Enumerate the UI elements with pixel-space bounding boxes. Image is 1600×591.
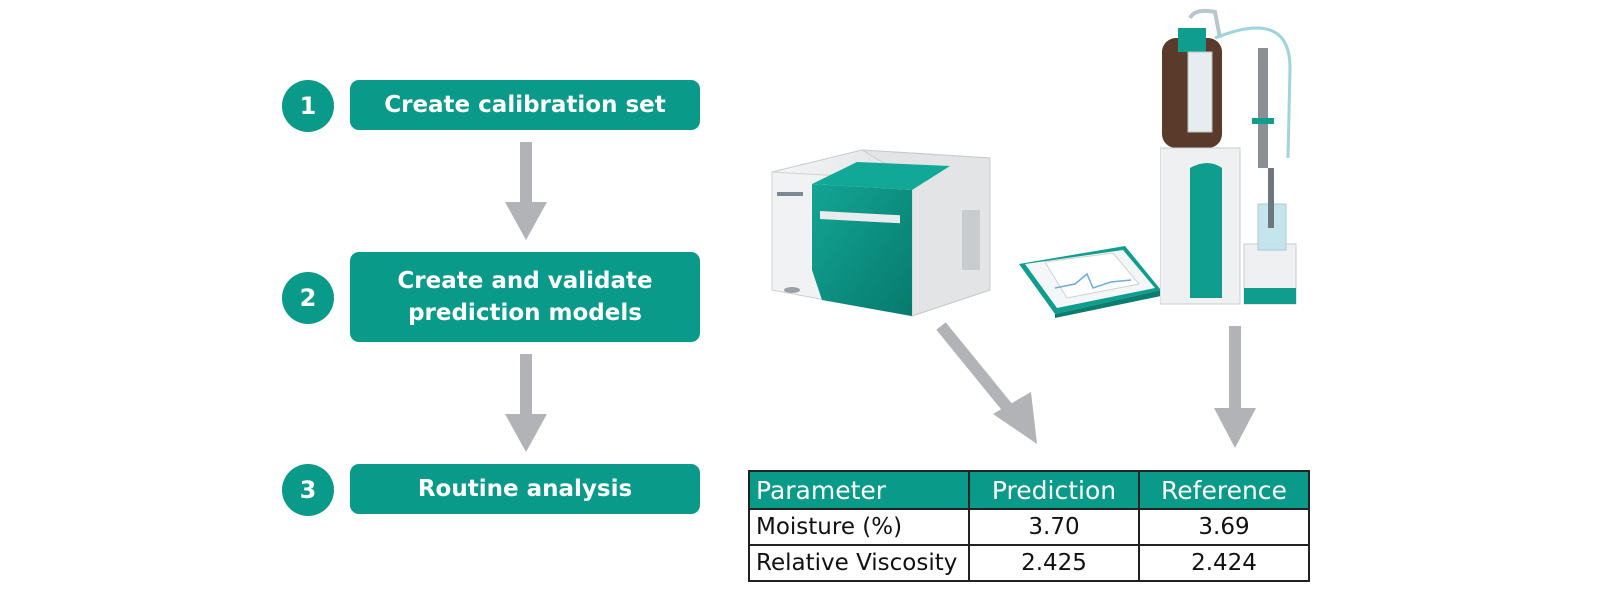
step-1-number: 1 (282, 80, 334, 132)
results-table: Parameter Prediction Reference Moisture … (748, 470, 1310, 582)
step-1-label: Create calibration set (384, 92, 666, 118)
step-3-label: Routine analysis (417, 476, 633, 502)
column-header-prediction: Prediction (968, 470, 1140, 510)
down-arrow-icon (1214, 326, 1256, 448)
table-cell: 2.425 (968, 544, 1140, 582)
step-1-box: Create calibration set (350, 80, 700, 130)
step-2-label: Create and validate prediction models (397, 268, 653, 326)
down-arrow-icon (505, 354, 547, 452)
table-row: Relative Viscosity 2.425 2.424 (748, 544, 1310, 582)
nir-analyzer-illustration (771, 149, 991, 317)
step-2-box: Create and validate prediction models (350, 252, 700, 342)
column-header-reference: Reference (1138, 470, 1310, 510)
down-arrow-icon (505, 142, 547, 240)
touch-controller-illustration (1019, 246, 1161, 318)
table-cell: Moisture (%) (748, 508, 970, 546)
column-header-parameter: Parameter (748, 470, 970, 510)
diagonal-arrow-icon (936, 322, 1037, 444)
table-cell: 3.70 (968, 508, 1140, 546)
table-header-row: Parameter Prediction Reference (748, 470, 1310, 510)
step-3-box: Routine analysis (350, 464, 700, 514)
table-row: Moisture (%) 3.70 3.69 (748, 508, 1310, 546)
table-cell: Relative Viscosity (748, 544, 970, 582)
titrator-illustration (1160, 8, 1297, 305)
step-2-number: 2 (282, 272, 334, 324)
table-cell: 2.424 (1138, 544, 1310, 582)
table-cell: 3.69 (1138, 508, 1310, 546)
step-3-number: 3 (282, 464, 334, 516)
